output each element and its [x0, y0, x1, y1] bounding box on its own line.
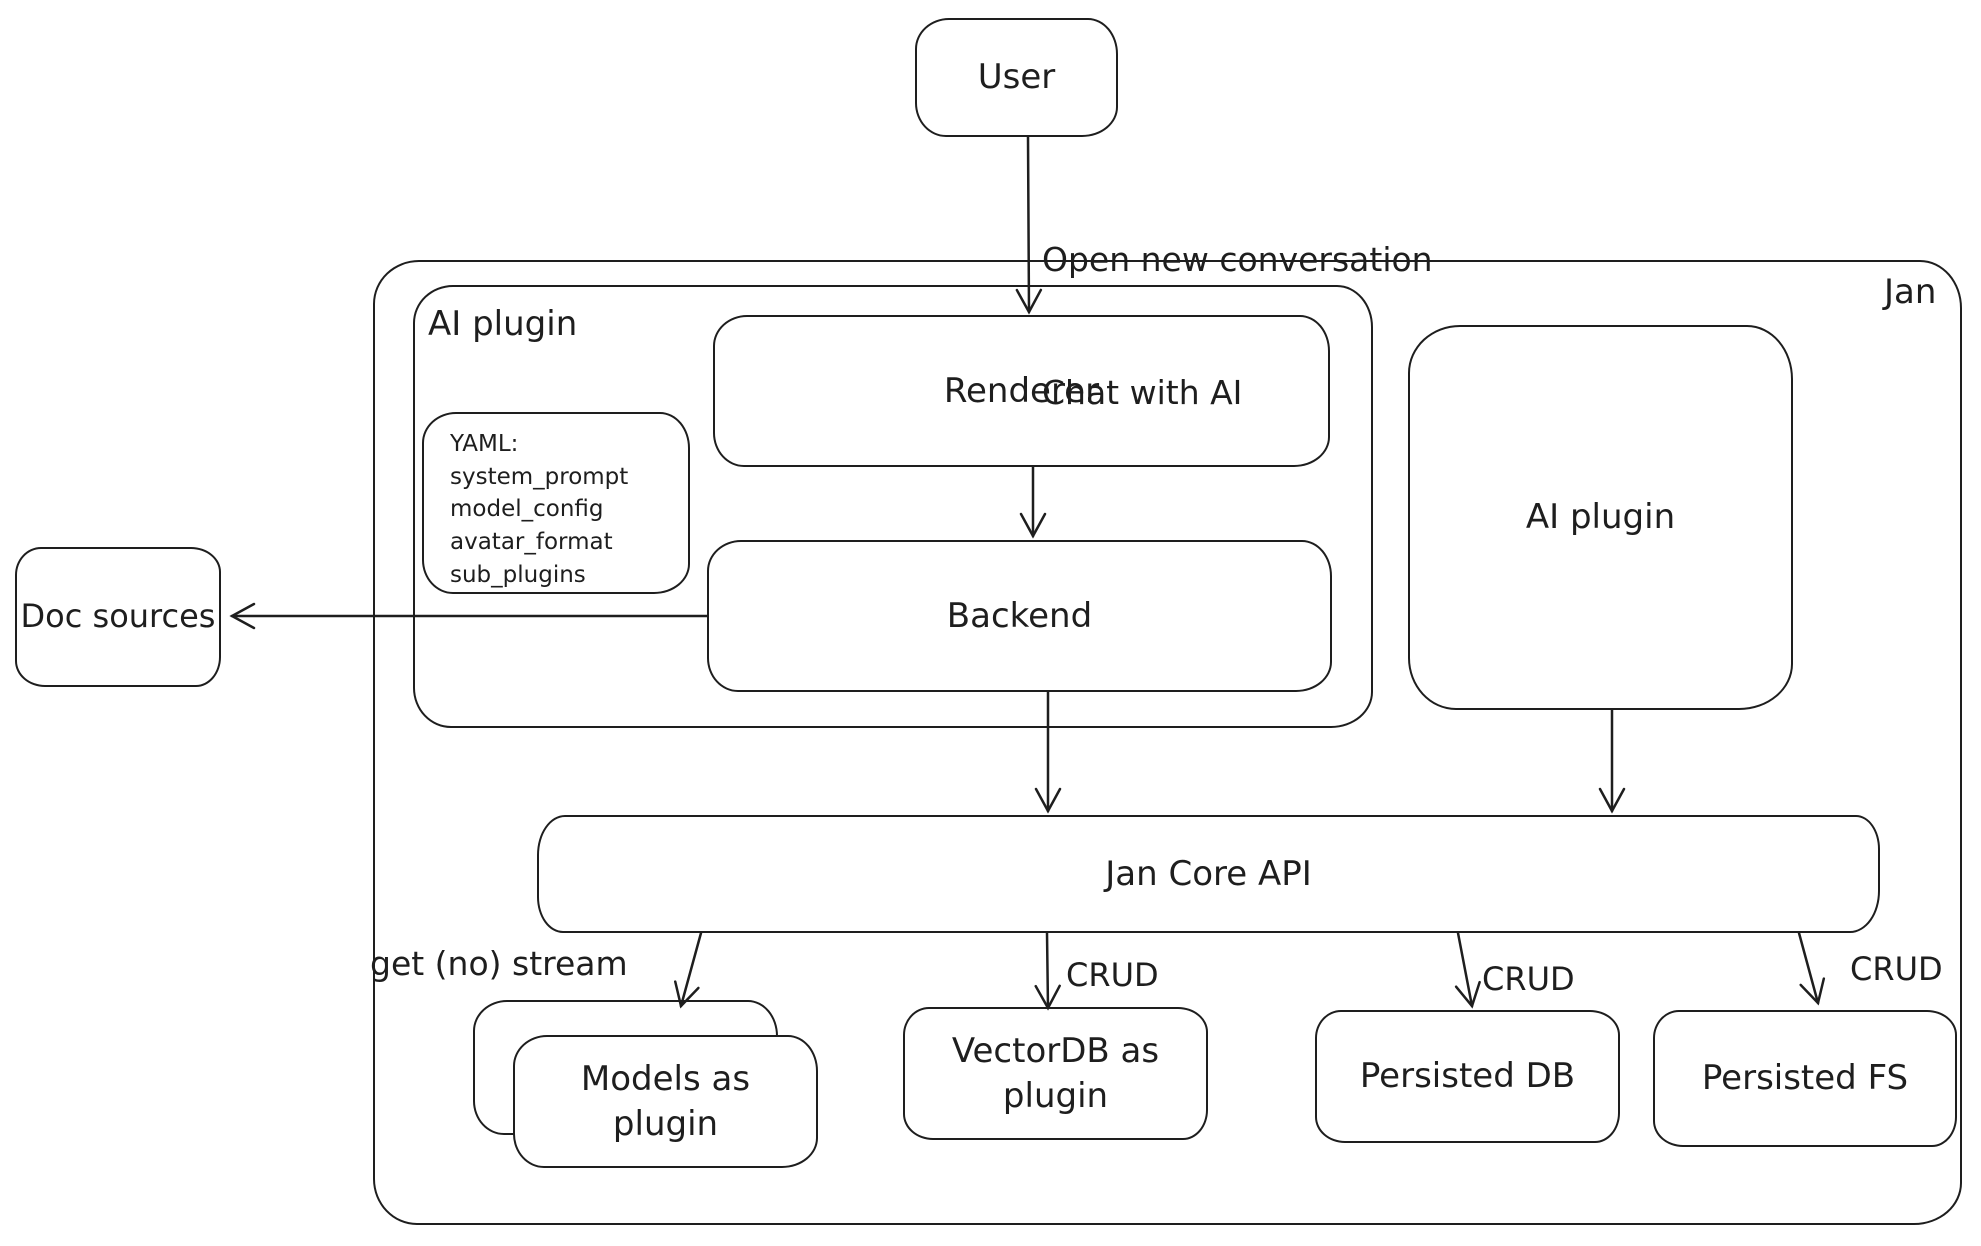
- jan-core-api-node: Jan Core API: [537, 815, 1880, 933]
- yaml-note-line: avatar_format: [450, 528, 613, 555]
- edge-label-crud-persisted-db: CRUD: [1482, 960, 1575, 998]
- vectordb-node: VectorDB as plugin: [903, 1007, 1208, 1140]
- yaml-note-line: sub_plugins: [450, 561, 586, 588]
- renderer-node: Renderer: [713, 315, 1330, 467]
- jan-container-label: Jan: [1884, 272, 1937, 312]
- yaml-note-line: system_prompt: [450, 463, 629, 490]
- ai-plugin-container-label: AI plugin: [428, 304, 578, 344]
- user-node: User: [915, 18, 1118, 137]
- yaml-note-line: YAML:: [450, 431, 519, 457]
- edge-label-get-no-stream: get (no) stream: [370, 944, 628, 983]
- edge-label-user-renderer: Open new conversation Chat with AI: [1042, 150, 1433, 504]
- persisted-fs-node: Persisted FS: [1653, 1010, 1957, 1147]
- ai-plugin-container: [413, 285, 1373, 728]
- jan-container: [373, 260, 1962, 1225]
- edge-label-line: Open new conversation: [1042, 240, 1433, 280]
- doc-sources-node: Doc sources: [15, 547, 221, 687]
- edge-label-line: Chat with AI: [1042, 373, 1243, 413]
- yaml-note-line: model_config: [450, 496, 604, 523]
- models-as-plugin-node: Models as plugin: [513, 1035, 818, 1168]
- edge-label-crud-persisted-fs: CRUD: [1850, 950, 1943, 988]
- ai-plugin-node: AI plugin: [1408, 325, 1793, 710]
- backend-node: Backend: [707, 540, 1332, 692]
- edge-label-crud-vectordb: CRUD: [1066, 956, 1159, 994]
- yaml-note: YAML: system_prompt model_config avatar_…: [422, 412, 690, 594]
- persisted-db-node: Persisted DB: [1315, 1010, 1620, 1143]
